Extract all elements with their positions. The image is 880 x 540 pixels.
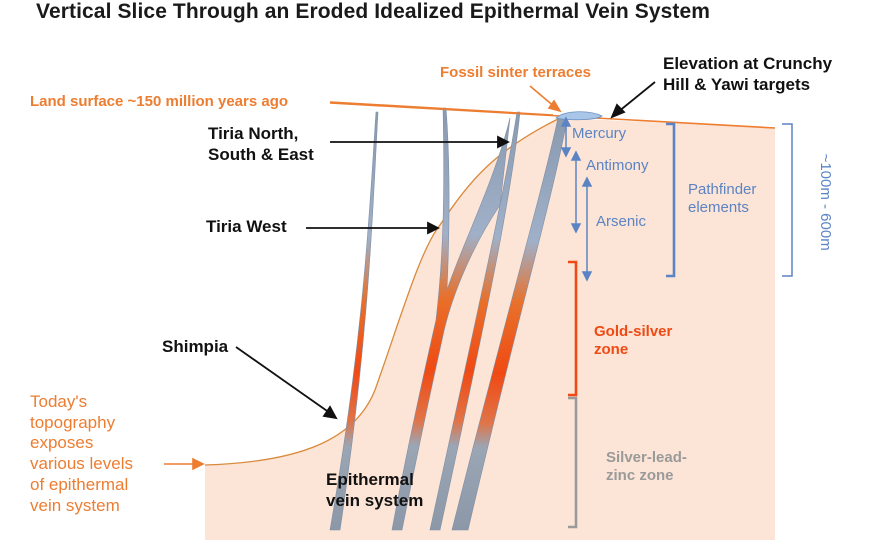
epithermal-vein-label: Epithermal vein system (326, 470, 424, 510)
today-topography-line (204, 117, 561, 466)
pointer-arrows (235, 81, 656, 420)
pathfinder-elements-label: Pathfinder elements (688, 181, 757, 217)
vein-tiria-north-south-east (429, 111, 521, 531)
antimony-label: Antimony (586, 157, 649, 174)
pathfinder-bracket (666, 122, 676, 278)
pathfinder-arrows (560, 116, 593, 282)
mercury-label: Mercury (572, 125, 627, 142)
depth-bracket (782, 123, 793, 277)
fossil-sinter-label: Fossil sinter terraces (440, 64, 591, 81)
orange-arrows (164, 85, 562, 471)
elevation-label: Elevation at Crunchy Hill & Yawi targets (663, 54, 833, 94)
todays-topography-label: Today's topography exposes various level… (30, 392, 133, 515)
diagram-title: Vertical Slice Through an Eroded Idealiz… (36, 0, 711, 23)
gold-silver-zone-label: Gold-silver zone (594, 323, 673, 359)
sinter-terrace (555, 111, 603, 121)
gold-silver-bracket (568, 260, 578, 397)
shimpia-label: Shimpia (162, 337, 229, 356)
vein-shimpia (329, 111, 379, 531)
land-surface-label: Land surface ~150 million years ago (30, 93, 289, 110)
arsenic-label: Arsenic (596, 213, 647, 230)
tiria-north-south-east-label: Tiria North, South & East (208, 124, 314, 164)
vein-main (451, 117, 568, 531)
vein-tiria-west (391, 107, 511, 531)
tiria-west-label: Tiria West (206, 217, 287, 236)
silver-lead-zinc-zone-label: Silver-lead- zinc zone (606, 449, 687, 485)
depth-range-label: ~100m - 600m (817, 153, 835, 251)
silver-lead-zinc-bracket (568, 396, 578, 529)
